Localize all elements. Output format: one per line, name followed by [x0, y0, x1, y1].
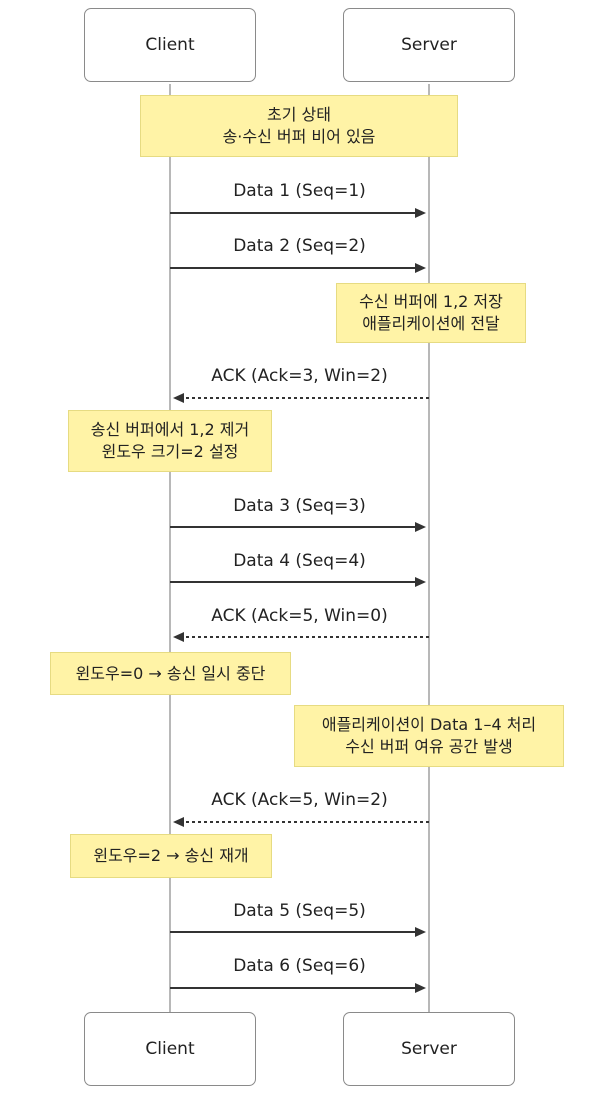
note-line: 송·수신 버퍼 비어 있음 [222, 127, 376, 146]
arrow-head-icon [415, 522, 426, 532]
message-label: Data 6 (Seq=6) [233, 956, 366, 976]
message-label: Data 1 (Seq=1) [233, 181, 366, 201]
arrow-head-icon [415, 577, 426, 587]
note-line: 수신 버퍼에 1,2 저장 [359, 292, 503, 311]
note-line: 수신 버퍼 여유 공간 발생 [345, 737, 513, 756]
arrow-head-icon [415, 208, 426, 218]
note-window-resume: 윈도우=2 → 송신 재개 [70, 834, 272, 878]
server-actor-top: Server [343, 8, 515, 82]
message-label: Data 4 (Seq=4) [233, 551, 366, 571]
note-line: 윈도우=2 → 송신 재개 [93, 846, 249, 865]
client-actor-bottom: Client [84, 1012, 256, 1086]
note-app-processed: 애플리케이션이 Data 1–4 처리 수신 버퍼 여유 공간 발생 [294, 705, 564, 767]
note-line: 윈도우=0 → 송신 일시 중단 [75, 663, 266, 683]
arrow-head-icon [173, 817, 184, 827]
message-label: ACK (Ack=3, Win=2) [211, 366, 388, 386]
message-label: Data 2 (Seq=2) [233, 236, 366, 256]
message-label: Data 5 (Seq=5) [233, 901, 366, 921]
client-actor-top: Client [84, 8, 256, 82]
note-line: 초기 상태 [267, 105, 331, 124]
note-initial-state: 초기 상태 송·수신 버퍼 비어 있음 [140, 95, 458, 157]
arrow-head-icon [173, 393, 184, 403]
arrow-head-icon [415, 263, 426, 273]
arrow-head-icon [173, 632, 184, 642]
message-label: ACK (Ack=5, Win=2) [211, 790, 388, 810]
note-line: 애플리케이션에 전달 [362, 314, 500, 333]
note-window-zero: 윈도우=0 → 송신 일시 중단 [50, 652, 291, 695]
note-client-window-set: 송신 버퍼에서 1,2 제거 윈도우 크기=2 설정 [68, 410, 272, 472]
note-line: 애플리케이션이 Data 1–4 처리 [321, 715, 537, 734]
note-server-stored: 수신 버퍼에 1,2 저장 애플리케이션에 전달 [336, 283, 526, 343]
note-line: 윈도우 크기=2 설정 [101, 442, 239, 461]
arrow-head-icon [415, 983, 426, 993]
note-line: 송신 버퍼에서 1,2 제거 [90, 420, 250, 439]
message-label: ACK (Ack=5, Win=0) [211, 606, 388, 626]
server-lifeline [428, 84, 430, 1012]
message-label: Data 3 (Seq=3) [233, 496, 366, 516]
arrow-head-icon [415, 927, 426, 937]
client-lifeline [169, 84, 171, 1012]
server-actor-bottom: Server [343, 1012, 515, 1086]
